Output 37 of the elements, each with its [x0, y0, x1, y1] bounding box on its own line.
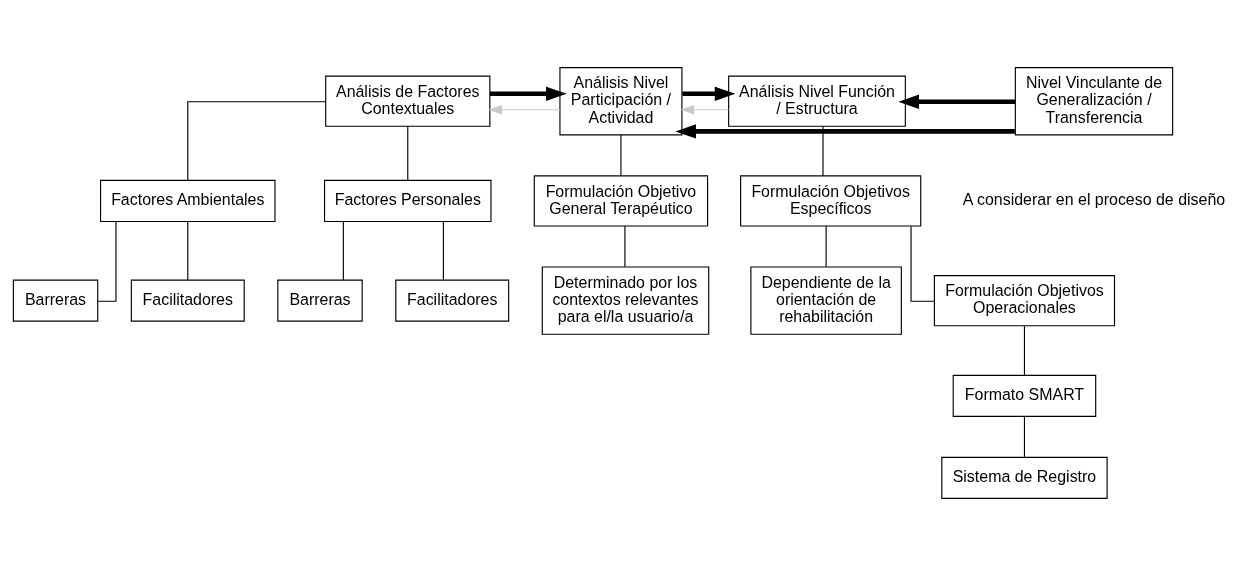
node-box: Barreras — [277, 279, 363, 322]
connector — [342, 221, 344, 281]
connector — [97, 221, 117, 302]
node-box: Factores Ambientales — [100, 179, 276, 222]
arrow — [488, 104, 561, 115]
connector — [825, 225, 827, 268]
node-box: Análisis de Factores Contextuales — [325, 75, 491, 127]
node-box: Barreras — [12, 279, 99, 322]
connector — [442, 221, 444, 281]
connector — [1023, 416, 1026, 458]
node-box: Nivel Vinculante de Generalización / Transferencia — [1014, 67, 1174, 136]
node-box: Formulación Objetivos Operacionales — [933, 275, 1116, 327]
node-box: Dependiente de la orientación de rehabilitación — [750, 266, 902, 335]
node-box: Formulación Objetivo General Terapéutico — [533, 175, 709, 227]
connector — [407, 125, 409, 181]
connector — [822, 125, 824, 177]
connector — [620, 134, 622, 177]
node-box: Facilitadores — [130, 279, 245, 322]
connector — [910, 225, 935, 302]
node-box: Factores Personales — [324, 179, 492, 222]
node-box: Formulación Objetivos Específicos — [740, 175, 922, 227]
connector — [187, 101, 327, 181]
node-box: Análisis Nivel Participación / Actividad — [559, 67, 683, 136]
arrow — [675, 124, 1015, 139]
node-box: Formato SMART — [952, 374, 1097, 417]
node-box: Sistema de Registro — [941, 456, 1108, 499]
connector — [1023, 325, 1026, 376]
node-box: Análisis Nivel Función / Estructura — [728, 75, 906, 127]
connector — [187, 221, 189, 281]
label: A considerar en el proceso de diseño — [962, 191, 1226, 209]
arrow — [680, 104, 729, 115]
arrow — [682, 86, 736, 101]
arrow — [489, 86, 567, 101]
node-box: Facilitadores — [395, 279, 510, 322]
arrow — [898, 94, 1015, 109]
node-box: Determinado por los contextos relevantes para el/la usuario/a — [541, 266, 710, 335]
connector — [624, 225, 626, 268]
